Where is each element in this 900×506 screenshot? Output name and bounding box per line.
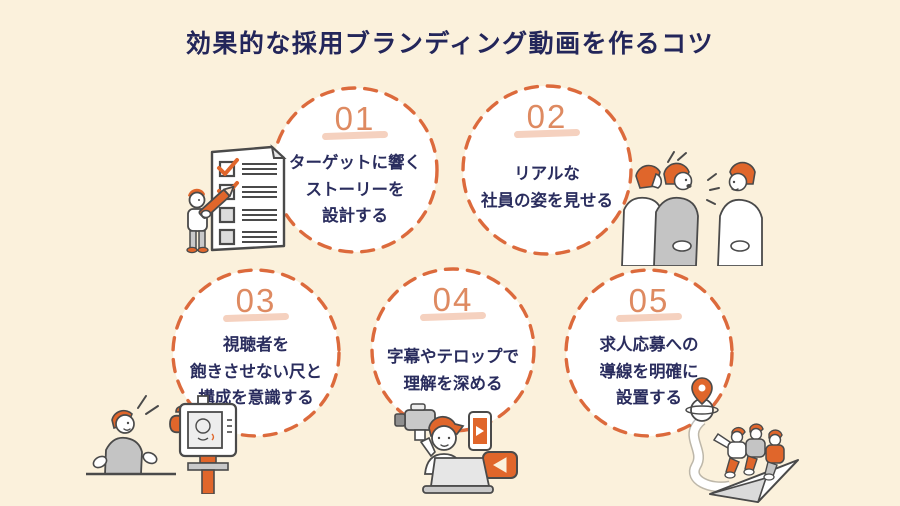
tip-text-line: ストーリーを bbox=[305, 180, 405, 199]
tip-text: 字幕やテロップで 理解を深める bbox=[387, 344, 519, 397]
camera-interview-icon bbox=[86, 395, 238, 495]
checklist-person-illustration bbox=[180, 138, 300, 258]
tip-circle-01: 01 ターゲットに響く ストーリーを 設計する bbox=[270, 85, 440, 255]
tip-text-line: 構成を意識する bbox=[198, 389, 314, 408]
tip-text-line: ターゲットに響く bbox=[289, 154, 421, 173]
tip-text-line: 導線を明確に bbox=[599, 362, 699, 381]
tip-text-line: 求人応募への bbox=[599, 336, 699, 355]
dashed-ring-icon bbox=[564, 268, 734, 438]
tip-text-line: リアルな bbox=[514, 165, 580, 184]
tip-text-line: 飽きさせない尺と bbox=[190, 362, 322, 381]
dashed-ring-icon bbox=[461, 84, 633, 256]
videographer-icon bbox=[394, 403, 518, 494]
checklist-icon bbox=[186, 144, 287, 254]
videographer-illustration bbox=[391, 396, 525, 498]
tip-number: 04 bbox=[432, 281, 474, 318]
tip-circle-04: 04 字幕やテロップで 理解を深める bbox=[369, 266, 537, 434]
employees-talking-illustration bbox=[620, 140, 770, 267]
people-talking-icon bbox=[621, 151, 763, 267]
tip-text-line: 設計する bbox=[322, 207, 388, 226]
tip-text-line: 設置する bbox=[616, 389, 682, 408]
tip-number: 03 bbox=[235, 282, 277, 319]
tip-text: 視聴者を 飽きさせない尺と 構成を意識する bbox=[190, 332, 322, 411]
page-title: 効果的な採用ブランディング動画を作るコツ bbox=[185, 30, 715, 58]
tip-text: リアルな 社員の姿を見せる bbox=[481, 161, 613, 214]
tip-text: 求人応募への 導線を明確に 設置する bbox=[600, 332, 699, 411]
tip-text: ターゲットに響く ストーリーを 設計する bbox=[289, 150, 421, 229]
tip-text-line: 理解を深める bbox=[403, 374, 503, 393]
tip-circle-02: 02 リアルな 社員の姿を見せる bbox=[460, 83, 634, 257]
paper-plane-icon bbox=[685, 377, 799, 503]
tip-circle-03: 03 視聴者を 飽きさせない尺と 構成を意識する bbox=[170, 267, 342, 439]
tip-number: 01 bbox=[334, 100, 376, 137]
tip-circle-05: 05 求人応募への 導線を明確に 設置する bbox=[563, 267, 735, 439]
dashed-ring-icon bbox=[271, 86, 439, 254]
tip-number: 02 bbox=[526, 98, 568, 135]
dashed-ring-icon bbox=[171, 268, 341, 438]
tip-text-line: 字幕やテロップで bbox=[387, 348, 519, 367]
tip-text-line: 視聴者を bbox=[223, 336, 289, 355]
camera-interview-illustration bbox=[80, 386, 242, 495]
tip-text-line: 社員の姿を見せる bbox=[481, 191, 613, 210]
paper-plane-goal-illustration bbox=[666, 376, 808, 506]
dashed-ring-icon bbox=[370, 267, 536, 433]
tip-number: 05 bbox=[628, 282, 670, 319]
